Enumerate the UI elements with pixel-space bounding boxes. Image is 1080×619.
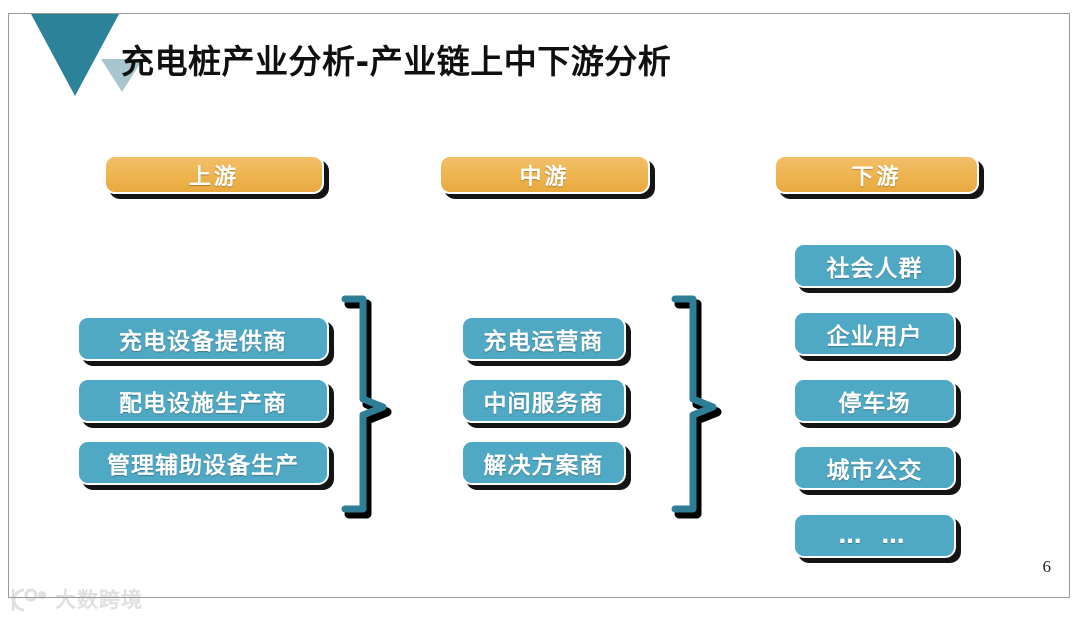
list-item: 配电设施生产商 — [77, 378, 329, 423]
list-item: 解决方案商 — [461, 440, 626, 485]
list-item-label: 配电设施生产商 — [119, 390, 287, 417]
triangle-small-icon — [101, 59, 143, 92]
brace-upstream-icon — [341, 295, 392, 519]
list-item: 中间服务商 — [461, 378, 626, 423]
watermark: 大数跨境 — [10, 583, 170, 617]
page-title: 充电桩产业分析-产业链上中下游分析 — [121, 42, 672, 81]
list-item-label: 充电设备提供商 — [119, 328, 287, 355]
brace-midstream-icon — [671, 295, 722, 519]
list-item: 管理辅助设备生产 — [77, 440, 329, 485]
list-item-label: 中间服务商 — [483, 390, 604, 417]
list-item: 停车场 — [793, 378, 956, 423]
list-item-label: 社会人群 — [826, 255, 923, 282]
list-item: 充电设备提供商 — [77, 316, 329, 361]
slide-canvas: 充电桩产业分析-产业链上中下游分析 上游 中游 下游 充电设备提供商 配电设施生… — [8, 13, 1070, 598]
list-item-label: 停车场 — [838, 390, 911, 417]
list-item-label: 企业用户 — [826, 323, 923, 350]
list-item: … … — [793, 513, 956, 558]
column-header-midstream: 中游 — [439, 155, 650, 194]
watermark-text: 大数跨境 — [55, 587, 143, 612]
list-item-label: … … — [838, 522, 911, 549]
list-item: 充电运营商 — [461, 316, 626, 361]
column-header-downstream: 下游 — [774, 155, 979, 194]
watermark-logo-icon — [10, 587, 50, 613]
list-item-label: 城市公交 — [826, 457, 923, 484]
column-header-upstream-label: 上游 — [188, 164, 239, 190]
list-item-label: 管理辅助设备生产 — [107, 452, 299, 479]
column-header-upstream: 上游 — [104, 155, 324, 194]
page-number: 6 — [1042, 557, 1052, 576]
list-item: 社会人群 — [793, 243, 956, 288]
list-item: 企业用户 — [793, 311, 956, 356]
column-header-midstream-label: 中游 — [519, 164, 570, 190]
list-item: 城市公交 — [793, 445, 956, 490]
list-item-label: 解决方案商 — [483, 452, 604, 479]
list-item-label: 充电运营商 — [483, 328, 604, 355]
slide-logo — [31, 14, 151, 106]
column-header-downstream-label: 下游 — [851, 164, 902, 190]
